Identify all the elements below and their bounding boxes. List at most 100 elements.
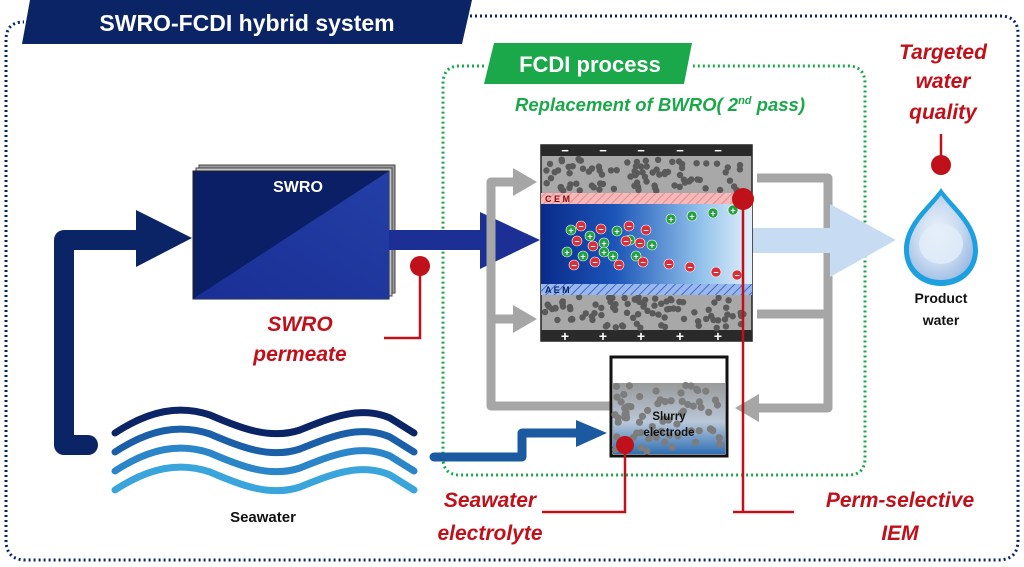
ions: +++++++++++++++−−−−−−−−−−−−−−−− — [561, 204, 743, 281]
slurry-particle — [730, 183, 738, 190]
slurry-particle — [633, 158, 641, 166]
slurry-particle — [579, 314, 586, 321]
callout-perm-1: Perm-selective — [826, 489, 975, 512]
slurry-particle — [566, 303, 574, 311]
slurry-particle — [541, 308, 549, 316]
seawater-waves-icon — [111, 406, 418, 495]
slurry-particle — [591, 310, 598, 317]
svg-text:+: + — [730, 205, 735, 215]
svg-text:+: + — [610, 251, 615, 261]
svg-text:+: + — [568, 225, 573, 235]
cation: + — [707, 207, 719, 218]
slurry-particle — [695, 427, 703, 435]
slurry-particle — [637, 163, 645, 170]
slurry-particle — [602, 323, 610, 330]
slurry-particle — [721, 316, 729, 323]
slurry-particle — [547, 175, 555, 182]
fcdi-subtitle: Replacement of BWRO( 2nd pass) — [515, 94, 805, 115]
slurry-particle — [597, 180, 604, 187]
anion: − — [587, 240, 599, 251]
slurry-particle — [620, 390, 628, 399]
aem-label: A E M — [545, 285, 570, 295]
system-boundary — [4, 14, 1020, 562]
slurry-particle — [559, 298, 566, 305]
slurry-particle — [703, 315, 710, 323]
loop-arrow-return — [735, 394, 759, 422]
permeate-flow-pipe — [389, 230, 484, 250]
slurry-particle — [579, 165, 587, 172]
loop-arrow-bottom — [513, 305, 537, 333]
slurry-particle — [635, 186, 642, 194]
slurry-particle — [634, 311, 642, 318]
slurry-particle — [554, 316, 561, 324]
slurry-particle — [645, 435, 653, 443]
swro-module: SWRO — [192, 164, 396, 300]
aem-membrane — [541, 284, 752, 295]
callout-electrolyte-2: electrolyte — [437, 522, 542, 545]
slurry-particle — [637, 429, 645, 437]
svg-text:+: + — [689, 211, 694, 221]
slurry-particle — [653, 187, 660, 194]
water-drop-icon — [904, 188, 978, 286]
slurry-particle — [723, 304, 730, 311]
cation: + — [686, 210, 698, 221]
anion: − — [589, 256, 601, 268]
callout-targeted-3: quality — [909, 101, 978, 124]
slurry-particle — [663, 298, 670, 305]
slurry-particle — [552, 304, 559, 312]
svg-text:−: − — [574, 236, 579, 246]
slurry-particle — [657, 427, 665, 435]
positive-charge-sign: + — [561, 328, 569, 344]
slurry-particle — [588, 165, 596, 172]
slurry-particle — [635, 418, 644, 426]
slurry-particle — [618, 322, 626, 329]
product-label-1: Product — [915, 290, 968, 306]
callout-perm-2: IEM — [881, 522, 919, 545]
slurry-particle — [679, 407, 688, 415]
slurry-particle — [596, 186, 603, 193]
seawater-label: Seawater — [230, 509, 296, 526]
slurry-particle — [621, 294, 628, 302]
slurry-particle — [692, 438, 700, 446]
slurry-particle — [621, 414, 629, 422]
cation: + — [577, 250, 589, 262]
callout-targeted-2: water — [916, 70, 973, 93]
slurry-particle — [652, 433, 661, 441]
slurry-particle — [659, 417, 667, 425]
slurry-particle — [610, 185, 618, 192]
bottom-current-collector — [541, 330, 752, 341]
loop-arrow-top — [513, 168, 537, 196]
slurry-particle — [695, 398, 704, 406]
top-current-collector — [541, 145, 752, 156]
slurry-particle — [566, 170, 573, 177]
header-title: SWRO-FCDI hybrid system — [99, 10, 394, 36]
svg-text:−: − — [687, 262, 692, 272]
slurry-particle — [624, 159, 631, 166]
slurry-particle — [573, 180, 580, 187]
slurry-particle — [678, 397, 686, 405]
slurry-particle — [724, 311, 731, 318]
anion: − — [634, 237, 646, 248]
slurry-particle — [676, 171, 684, 179]
fcdi-title: FCDI process — [519, 52, 661, 77]
slurry-particle — [652, 295, 659, 302]
callout-targeted-quality: Targeted water quality — [899, 41, 988, 175]
slurry-particle — [667, 397, 675, 405]
fcdi-cell: −−−−− +++++ C E M A E M +++++++++++++++−… — [540, 143, 753, 344]
electrolyte-arrow-head — [576, 420, 607, 447]
slurry-particle — [617, 398, 625, 406]
slurry-particle — [684, 400, 692, 409]
slurry-particle — [673, 420, 681, 428]
slurry-particle — [726, 177, 734, 184]
slurry-particle — [713, 160, 721, 167]
slurry-particle — [644, 406, 652, 415]
slurry-particle — [670, 305, 677, 312]
slurry-particle — [558, 158, 566, 165]
slurry-particle — [677, 389, 685, 397]
slurry-particle — [679, 299, 687, 306]
svg-text:+: + — [601, 247, 606, 257]
svg-text:−: − — [578, 221, 583, 231]
cation: + — [727, 204, 739, 215]
swro-label: SWRO — [273, 179, 323, 196]
slurry-particle — [682, 381, 690, 390]
